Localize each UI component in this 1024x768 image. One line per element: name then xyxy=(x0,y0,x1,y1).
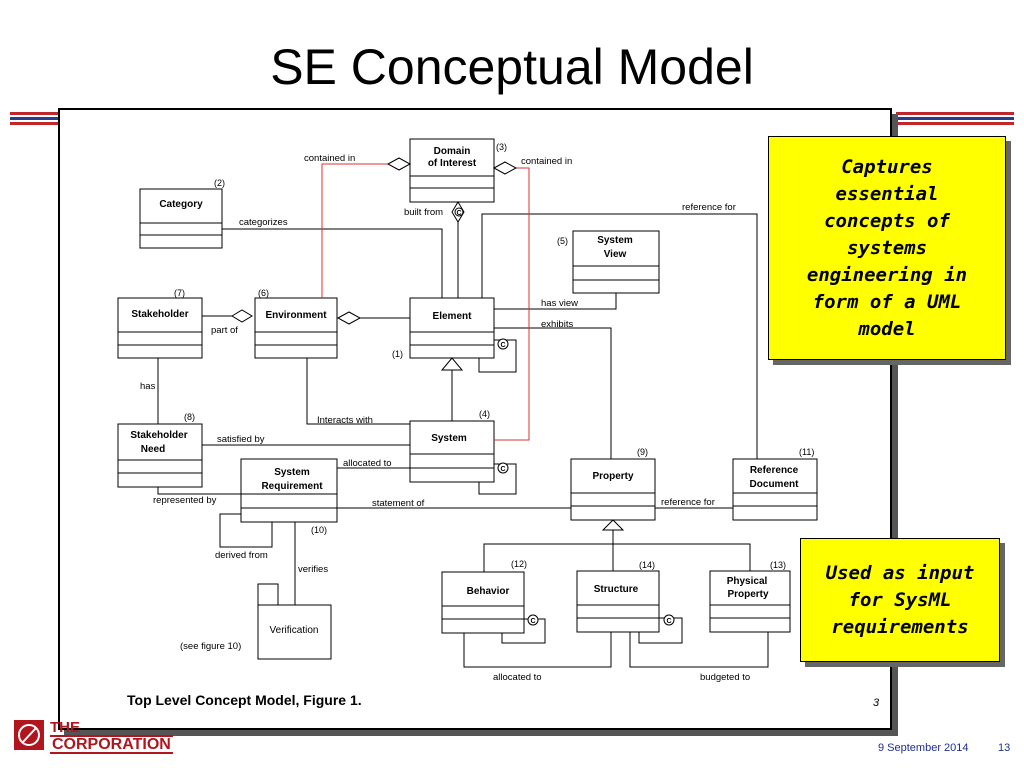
class-number: (1) xyxy=(392,349,403,359)
class-number: (3) xyxy=(496,142,507,152)
constraint-markers xyxy=(454,207,675,626)
mitre-logo-icon xyxy=(14,720,44,750)
class-name: Need xyxy=(141,444,165,455)
company-logo-text: THE CORPORATION xyxy=(50,720,173,754)
class-name: System xyxy=(597,235,633,246)
link-label: reference for xyxy=(682,202,736,213)
class-name: Property xyxy=(727,589,769,600)
class-name: Environment xyxy=(265,310,327,321)
class-name: Document xyxy=(750,479,800,490)
class-name: Behavior xyxy=(467,586,510,597)
link-label: (see figure 10) xyxy=(180,641,241,652)
marker-c: C xyxy=(500,342,505,349)
class-name: System xyxy=(274,467,310,478)
class-stakeholder-need xyxy=(117,423,203,488)
class-number: (12) xyxy=(511,559,527,569)
class-name: Stakeholder xyxy=(130,430,187,441)
link-label: categorizes xyxy=(239,217,288,228)
callout-captures: Captures essential concepts of systems e… xyxy=(768,136,1006,360)
figure-caption: Top Level Concept Model, Figure 1. xyxy=(127,692,362,708)
link-label: has view xyxy=(541,298,578,309)
class-behavior xyxy=(441,571,525,634)
footer-page-number: 13 xyxy=(998,742,1011,754)
class-number: (14) xyxy=(639,560,655,570)
class-name: Reference xyxy=(750,465,799,476)
class-name: of Interest xyxy=(428,158,477,169)
link-label: has xyxy=(140,381,156,392)
class-name: Domain xyxy=(434,146,471,157)
class-reference-document xyxy=(732,458,818,521)
callout-sysml-text: Used as input for SysML requirements xyxy=(825,561,975,638)
class-number: (5) xyxy=(557,236,568,246)
link-label: exhibits xyxy=(541,319,573,330)
link-label: built from xyxy=(404,207,443,218)
logo-line-1: THE xyxy=(50,719,80,736)
right-stripes xyxy=(896,112,1014,130)
marker-c: C xyxy=(456,210,461,217)
link-label: allocated to xyxy=(343,458,392,469)
logo-line-2: CORPORATION xyxy=(50,735,173,754)
class-property xyxy=(570,458,656,521)
class-number: (13) xyxy=(770,560,786,570)
class-system xyxy=(409,420,495,483)
class-name: View xyxy=(604,249,627,260)
class-name: Element xyxy=(433,311,473,322)
class-verification xyxy=(257,583,332,660)
class-name: Stakeholder xyxy=(131,309,188,320)
class-name: Physical xyxy=(727,576,768,587)
link-label: part of xyxy=(211,325,238,336)
marker-c: C xyxy=(666,618,671,625)
link-label: verifies xyxy=(298,564,328,575)
class-element xyxy=(409,297,495,359)
link-label: contained in xyxy=(521,156,572,167)
link-label: contained in xyxy=(304,153,355,164)
class-number: (6) xyxy=(258,288,269,298)
class-structure xyxy=(576,570,660,633)
footer-date: 9 September 2014 xyxy=(878,742,969,754)
class-number: (9) xyxy=(637,447,648,457)
class-physical-property xyxy=(709,570,791,633)
callout-sysml: Used as input for SysML requirements xyxy=(800,538,1000,662)
class-name: Structure xyxy=(594,584,639,595)
link-label: represented by xyxy=(153,495,217,506)
class-number: (2) xyxy=(214,178,225,188)
class-name: Requirement xyxy=(261,481,323,492)
link-label: derived from xyxy=(215,550,268,561)
class-number: (11) xyxy=(799,447,814,457)
class-name: Verification xyxy=(270,625,319,636)
figure-page-number: 3 xyxy=(873,697,880,709)
link-label: budgeted to xyxy=(700,672,750,683)
containment-links xyxy=(321,163,530,441)
left-stripes xyxy=(10,112,58,130)
link-label: statement of xyxy=(372,498,425,509)
class-number: (7) xyxy=(174,288,185,298)
link-label: allocated to xyxy=(493,672,542,683)
class-number: (8) xyxy=(184,412,195,422)
class-stakeholder xyxy=(117,297,203,359)
diagram-frame: C C C C C Domain of Interest Category Sy… xyxy=(58,108,892,730)
class-system-requirement xyxy=(240,458,338,523)
uml-diagram: C C C C C Domain of Interest Category Sy… xyxy=(117,138,880,709)
class-name: System xyxy=(431,433,467,444)
aggregation-diamonds xyxy=(231,157,518,325)
link-label: reference for xyxy=(661,497,715,508)
marker-c: C xyxy=(530,618,535,625)
class-name: Property xyxy=(592,471,634,482)
class-number: (4) xyxy=(479,409,490,419)
slide-title: SE Conceptual Model xyxy=(270,39,754,95)
class-environment xyxy=(254,297,338,359)
marker-c: C xyxy=(500,466,505,473)
class-domain-of-interest xyxy=(409,138,495,203)
link-label: Interacts with xyxy=(317,415,373,426)
class-number: (10) xyxy=(311,525,327,535)
generalization-arrows xyxy=(440,357,625,531)
callout-captures-text: Captures essential concepts of systems e… xyxy=(806,155,968,340)
class-name: Category xyxy=(159,199,203,210)
link-label: satisfied by xyxy=(217,434,265,445)
class-category xyxy=(139,188,223,249)
